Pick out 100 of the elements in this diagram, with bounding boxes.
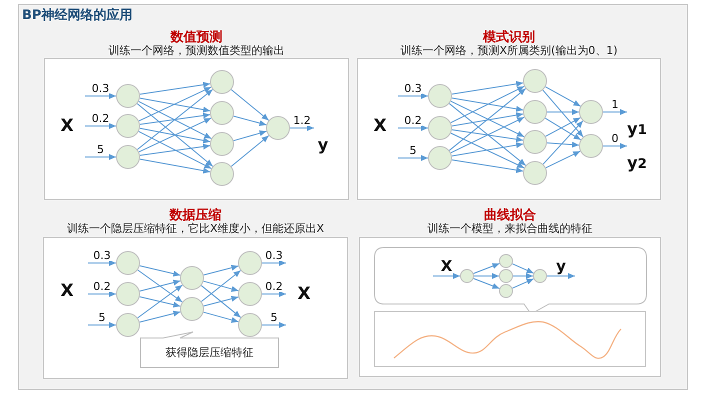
arrow: [451, 129, 524, 142]
panel-subtitle: 训练一个隐层压缩特征，它比X维度小，但能还原出X: [66, 222, 324, 236]
arrow: [398, 155, 428, 161]
edge-label: 5: [410, 145, 416, 156]
arrow: [262, 291, 286, 297]
arrow: [473, 278, 500, 289]
arrow: [137, 270, 183, 302]
panel-title: 模式识别: [483, 29, 535, 45]
arrow: [138, 86, 212, 122]
arrow: [84, 154, 116, 160]
arrow: [545, 117, 581, 137]
arrow: [546, 273, 576, 279]
variable-label: y: [314, 120, 332, 154]
arrow: [512, 273, 534, 279]
curve-plot: [374, 311, 646, 367]
edge-label: 0.3: [265, 250, 283, 261]
panel: [357, 28, 661, 198]
variable-label: X: [373, 116, 387, 136]
arrow: [432, 273, 460, 279]
panel-subtitle: 训练一个网络，预测X所属类别(输出为0、1): [400, 44, 618, 58]
arrow: [474, 273, 500, 279]
edge-label: 0.3: [404, 83, 422, 94]
arrow: [262, 322, 286, 328]
arrow: [451, 112, 524, 126]
panel-title: 曲线拟合: [484, 206, 536, 223]
callout-box: [140, 331, 279, 368]
arrow: [546, 142, 580, 148]
arrow: [512, 263, 534, 274]
arrow: [139, 128, 211, 144]
arrow: [88, 260, 116, 266]
arrow: [290, 125, 314, 131]
edge-label: 0.2: [93, 281, 111, 292]
arrow: [233, 116, 267, 126]
arrow: [139, 310, 181, 323]
panel: [359, 206, 661, 376]
arrow: [88, 291, 116, 297]
arrow: [136, 88, 214, 150]
callout-text: 获得隐层压缩特征: [164, 345, 254, 360]
arrow: [451, 142, 524, 156]
arrow: [450, 100, 525, 138]
arrow: [602, 109, 628, 115]
arrow: [233, 130, 267, 142]
arrow: [203, 280, 239, 292]
arrow: [138, 118, 212, 152]
arrow: [139, 144, 211, 156]
arrow: [230, 135, 270, 167]
arrow: [84, 123, 116, 129]
arrow: [450, 132, 525, 168]
edge-label: 0.2: [92, 113, 110, 124]
panel-subtitle: 训练一个模型，来拟合曲线的特征: [428, 222, 592, 236]
arrow: [138, 130, 212, 170]
arrow: [200, 285, 242, 318]
arrow: [262, 260, 286, 266]
edge-label: X: [440, 259, 452, 274]
arrow: [138, 100, 212, 140]
edge-label: 0.2: [265, 281, 283, 292]
arrow: [545, 86, 581, 107]
arrow: [203, 264, 239, 276]
arrow: [230, 89, 270, 121]
arrow: [84, 93, 116, 99]
panel-subtitle: 训练一个网络，预测数值类型的输出: [108, 44, 284, 58]
arrow: [545, 150, 581, 168]
arrow: [451, 159, 524, 173]
arrow: [136, 103, 214, 167]
edge-label: 5: [270, 312, 278, 323]
arrow: [546, 109, 580, 115]
arrow: [544, 118, 582, 140]
arrow: [139, 82, 211, 95]
arrow: [450, 116, 525, 154]
arrow: [451, 81, 524, 95]
arrow: [88, 322, 116, 328]
arrow: [200, 270, 242, 302]
arrow: [139, 112, 211, 125]
arrow: [448, 103, 526, 166]
arrow: [473, 263, 500, 274]
edge-label: 1: [612, 99, 618, 110]
edge-label: 5: [98, 312, 106, 323]
panel-title: 数据压缩: [170, 206, 222, 223]
arrow: [450, 86, 525, 124]
arrow: [139, 280, 181, 292]
panel-title: 数值预测: [170, 29, 222, 45]
variable-label: X: [286, 255, 322, 333]
arrow: [139, 98, 211, 113]
arrow: [203, 296, 239, 306]
arrow: [139, 158, 211, 174]
arrow: [542, 120, 584, 165]
panel: [43, 206, 348, 378]
arrow: [398, 93, 428, 99]
panel: [44, 28, 349, 198]
edge-label: 0.3: [92, 83, 110, 94]
arrow: [512, 278, 534, 289]
arrow: [139, 265, 181, 277]
edge-label: 0: [612, 133, 618, 144]
arrow: [448, 88, 526, 151]
arrow: [203, 312, 239, 323]
diagram-title: BP神经网络的应用: [22, 6, 132, 24]
arrow: [137, 284, 183, 318]
edge-label: 1.2: [293, 115, 311, 126]
arrow: [139, 296, 181, 308]
arrow: [451, 98, 524, 112]
